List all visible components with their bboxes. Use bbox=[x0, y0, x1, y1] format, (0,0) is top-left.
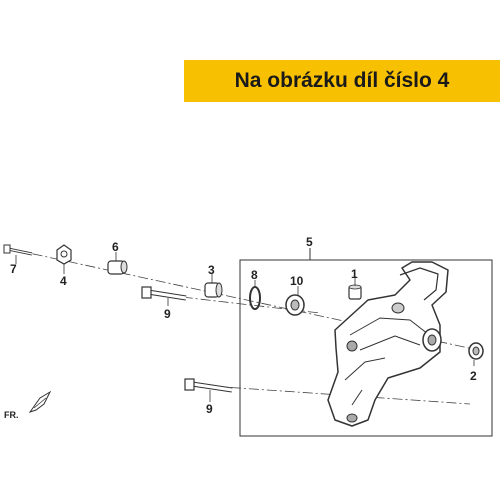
callout-6: 6 bbox=[112, 240, 119, 254]
banner-text: Na obrázku díl číslo 4 bbox=[234, 69, 450, 92]
part-4-nut bbox=[56, 244, 72, 265]
callout-2: 2 bbox=[470, 369, 477, 383]
callout-10: 10 bbox=[290, 274, 304, 288]
part-2-spacer bbox=[468, 342, 484, 360]
callout-1: 1 bbox=[351, 267, 358, 281]
callout-5: 5 bbox=[306, 235, 313, 249]
part-10-bearing bbox=[285, 294, 305, 316]
part-9-bolt-lower bbox=[184, 378, 233, 393]
part-7-bolt bbox=[3, 244, 33, 256]
callout-9-lower: 9 bbox=[206, 402, 213, 416]
part-3-collar bbox=[204, 282, 223, 298]
part-1-pin bbox=[348, 284, 362, 300]
part-5-bracket bbox=[327, 261, 449, 427]
callout-9-upper: 9 bbox=[164, 307, 171, 321]
part-9-bolt-upper bbox=[141, 286, 187, 301]
part-6-bushing bbox=[107, 260, 128, 275]
front-marker-label: FR. bbox=[4, 410, 19, 420]
callout-7: 7 bbox=[10, 262, 17, 276]
part-number-banner: Na obrázku díl číslo 4 bbox=[184, 60, 500, 102]
callout-3: 3 bbox=[208, 263, 215, 277]
callout-8: 8 bbox=[251, 268, 258, 282]
assembly-frame bbox=[239, 259, 493, 437]
callout-4: 4 bbox=[60, 274, 67, 288]
front-direction-arrow-icon bbox=[28, 390, 52, 413]
